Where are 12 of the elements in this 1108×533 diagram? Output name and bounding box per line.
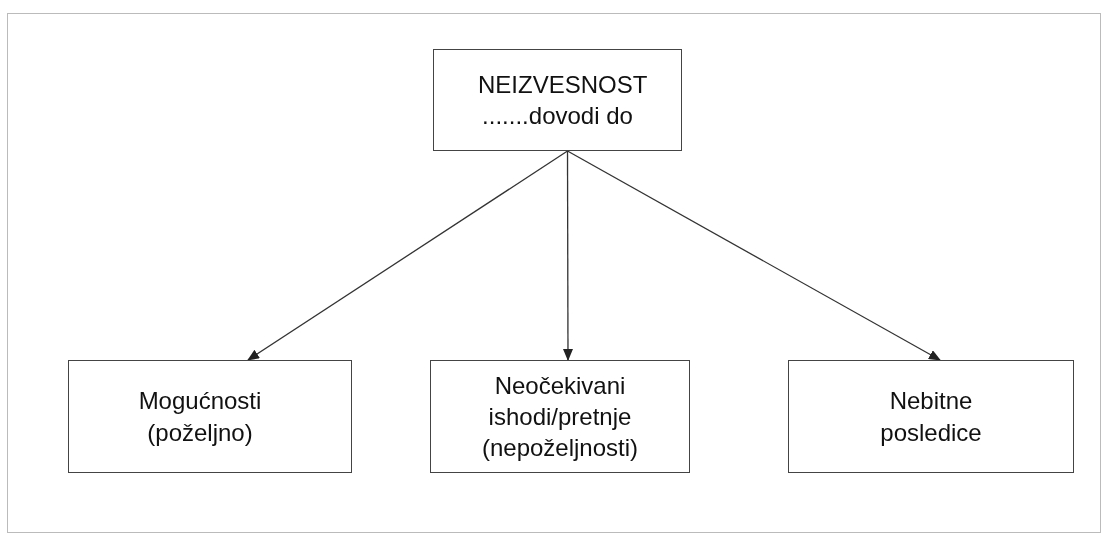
box-text: Neočekivani ishodi/pretnje (nepoželjnosti) [480, 370, 640, 464]
text-box [433, 49, 682, 151]
box-text: .......dovodi do [482, 101, 633, 131]
arrow [562, 150, 573, 361]
box-text: Mogućnosti (poželjno) [137, 386, 263, 448]
text-box [430, 360, 690, 473]
text-box [788, 360, 1074, 473]
text-box [68, 360, 352, 473]
arrow [247, 150, 569, 361]
box-heading: NEIZVESNOST [478, 69, 648, 100]
box-text: Nebitne posledice [879, 386, 983, 448]
arrow [566, 150, 941, 361]
